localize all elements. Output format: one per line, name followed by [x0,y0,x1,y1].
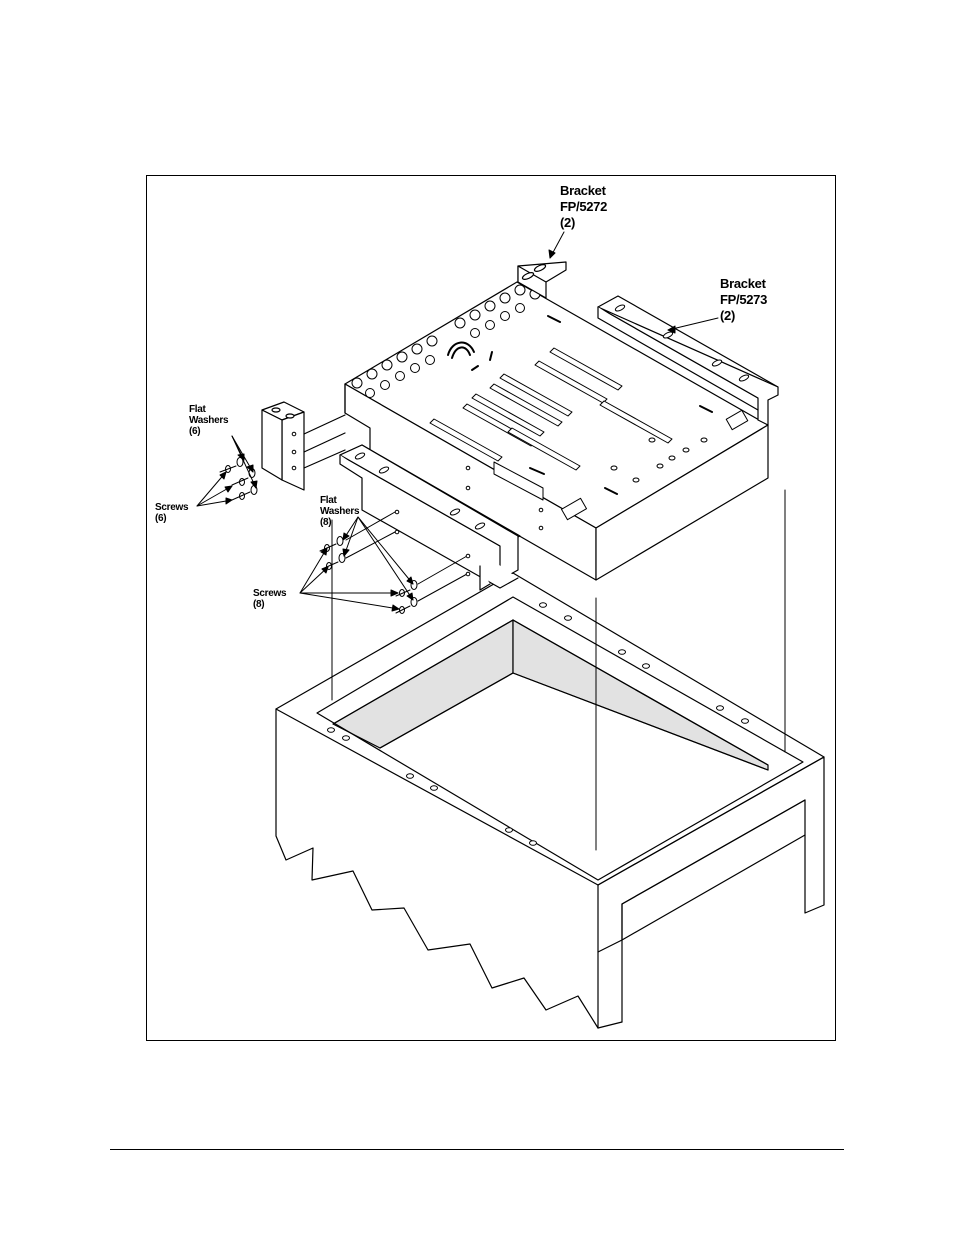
panel-chassis [344,281,769,581]
lower-bracket [339,444,521,591]
bracket-fp5272 [517,261,567,299]
screws-washers-right [319,465,544,614]
screws-6-label: Screws (6) [155,502,189,524]
footer-rule [110,1149,844,1150]
figure-frame [146,175,836,1041]
alignment-lines [331,489,786,851]
screws-8-label: Screws (8) [253,588,287,610]
bracket-fp5273 [597,295,779,426]
bracket-5272-label: Bracket FP/5272 (2) [560,183,608,230]
flat-washers-6-label: Flat Washers (6) [189,404,229,437]
callout-arrows [196,231,719,612]
flat-washers-8-label: Flat Washers (8) [320,495,360,528]
cabinet [275,572,825,1029]
side-bracket-left [261,401,346,491]
bracket-5273-label: Bracket FP/5273 (2) [720,276,768,323]
